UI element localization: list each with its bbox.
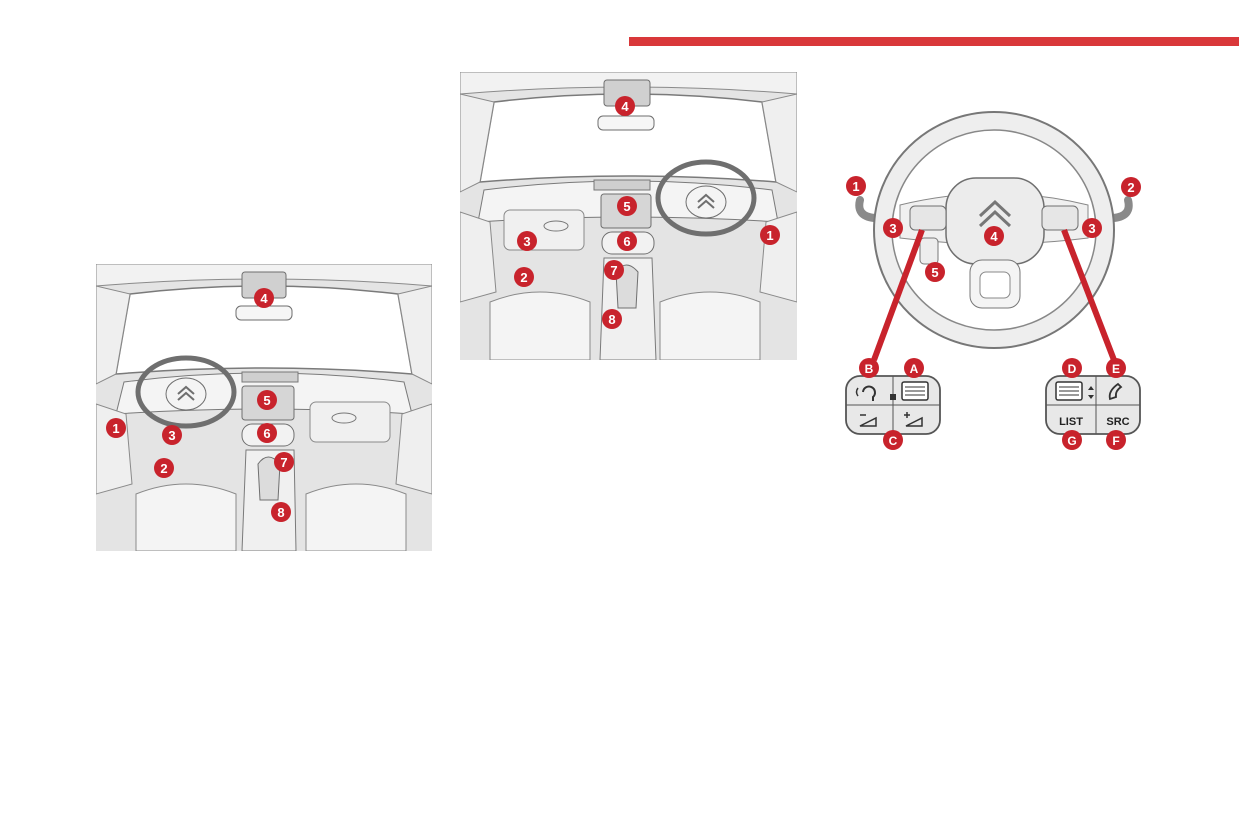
svg-text:4: 4	[621, 99, 629, 114]
voice-command-icon	[855, 385, 876, 401]
wheel-marker-4: 4	[984, 226, 1004, 246]
svg-text:5: 5	[263, 393, 270, 408]
list-button-label: LIST	[1059, 416, 1083, 428]
steering-wheel-diagram: 1 2 3 3 4 5	[830, 100, 1160, 460]
svg-text:7: 7	[610, 263, 617, 278]
svg-text:A: A	[910, 362, 919, 376]
svg-text:B: B	[865, 362, 874, 376]
button-marker-e: E	[1106, 358, 1126, 378]
svg-text:7: 7	[280, 455, 287, 470]
lhd-marker-2: 2	[154, 458, 174, 478]
lhd-marker-8: 8	[271, 502, 291, 522]
button-marker-b: B	[859, 358, 879, 378]
button-marker-a: A	[904, 358, 924, 378]
right-control-module: LIST SRC	[1045, 375, 1141, 435]
svg-text:C: C	[889, 434, 898, 448]
rhd-marker-2: 2	[514, 267, 534, 287]
svg-text:3: 3	[1088, 221, 1095, 236]
scroll-wheel-icon	[890, 381, 929, 401]
svg-text:8: 8	[608, 312, 615, 327]
svg-text:1: 1	[852, 179, 859, 194]
svg-text:E: E	[1112, 362, 1120, 376]
svg-text:D: D	[1068, 362, 1077, 376]
left-control-module	[845, 375, 941, 435]
scroll-wheel-icon	[1055, 381, 1094, 401]
rhd-marker-5: 5	[617, 196, 637, 216]
lhd-marker-4: 4	[254, 288, 274, 308]
rhd-marker-6: 6	[617, 231, 637, 251]
svg-text:3: 3	[168, 428, 175, 443]
page-header-rule	[629, 37, 1239, 46]
button-marker-d: D	[1062, 358, 1082, 378]
svg-text:F: F	[1112, 434, 1119, 448]
wheel-marker-5: 5	[925, 262, 945, 282]
wheel-marker-3-left: 3	[883, 218, 903, 238]
svg-text:4: 4	[260, 291, 268, 306]
rhd-marker-4: 4	[615, 96, 635, 116]
svg-text:G: G	[1067, 434, 1076, 448]
rhd-marker-3: 3	[517, 231, 537, 251]
svg-text:2: 2	[160, 461, 167, 476]
button-marker-g: G	[1062, 430, 1082, 450]
lhd-interior-view: 1 2 3 4 5 6 7 8	[96, 264, 432, 551]
svg-text:3: 3	[889, 221, 896, 236]
svg-text:5: 5	[931, 265, 938, 280]
lhd-marker-1: 1	[106, 418, 126, 438]
wheel-marker-3-right: 3	[1082, 218, 1102, 238]
svg-text:1: 1	[766, 228, 773, 243]
button-marker-c: C	[883, 430, 903, 450]
svg-text:5: 5	[623, 199, 630, 214]
lhd-marker-7: 7	[274, 452, 294, 472]
src-button-label: SRC	[1106, 416, 1129, 428]
rhd-marker-1: 1	[760, 225, 780, 245]
rhd-marker-7: 7	[604, 260, 624, 280]
lhd-marker-6: 6	[257, 423, 277, 443]
rhd-marker-8: 8	[602, 309, 622, 329]
volume-down-icon	[859, 414, 877, 427]
svg-text:6: 6	[623, 234, 630, 249]
svg-text:2: 2	[520, 270, 527, 285]
svg-text:8: 8	[277, 505, 284, 520]
lhd-marker-5: 5	[257, 390, 277, 410]
rhd-interior-view: 1 2 3 4 5 6 7 8	[460, 72, 797, 360]
volume-up-icon	[904, 412, 923, 427]
phone-icon	[1108, 382, 1123, 401]
svg-text:3: 3	[523, 234, 530, 249]
svg-text:6: 6	[263, 426, 270, 441]
button-marker-f: F	[1106, 430, 1126, 450]
svg-text:4: 4	[990, 229, 998, 244]
svg-text:2: 2	[1127, 180, 1134, 195]
lhd-marker-3: 3	[162, 425, 182, 445]
wheel-marker-2: 2	[1121, 177, 1141, 197]
wheel-marker-1: 1	[846, 176, 866, 196]
svg-text:1: 1	[112, 421, 119, 436]
